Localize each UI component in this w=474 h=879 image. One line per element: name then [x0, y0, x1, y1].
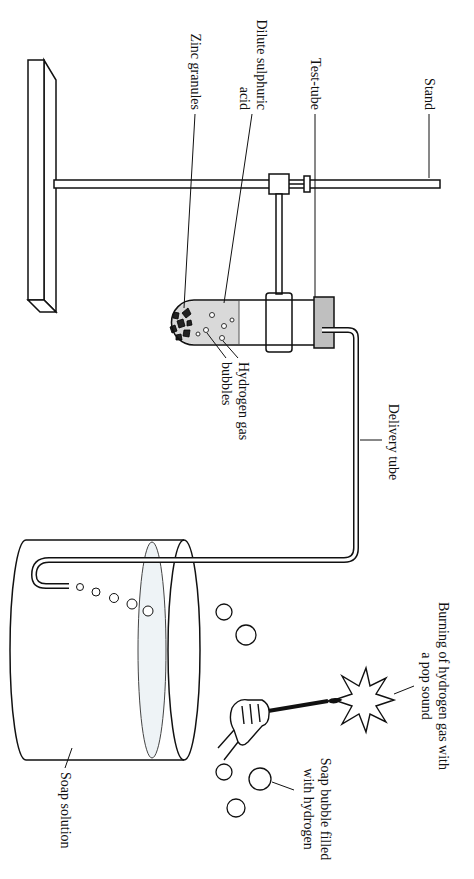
hydrogen-bubbles-in-tube-part — [204, 328, 209, 333]
test-tube-part — [172, 300, 325, 345]
leader-lines-part — [65, 748, 72, 768]
leader-lines-part — [184, 114, 195, 308]
stand-base — [28, 60, 56, 312]
part-label: Hydrogen gas bubbles — [218, 360, 252, 456]
stand-rod — [54, 180, 440, 188]
leader-lines-part — [315, 114, 316, 297]
part-label: Burning of hydrogen gas with a pop sound — [418, 600, 452, 772]
hand-part — [218, 730, 238, 760]
pop-burst-part — [334, 668, 394, 732]
delivery-tube-part — [34, 330, 356, 586]
part-label: Zinc granules — [187, 4, 204, 112]
burning-taper — [262, 699, 341, 712]
clamp-part — [269, 174, 289, 194]
clamp-part — [276, 194, 282, 294]
rising-bubbles — [77, 584, 154, 617]
part-label: Test-tube — [307, 4, 324, 112]
test-tube — [172, 300, 325, 345]
acid-liquid-part — [173, 301, 240, 344]
rising-bubbles-part — [143, 606, 153, 616]
stand-rod-part — [54, 180, 440, 188]
part-label: Soap bubble filled with hydrogen — [300, 745, 334, 873]
cork — [314, 297, 334, 348]
leader-lines-part — [429, 114, 430, 178]
rising-bubbles-part — [127, 599, 137, 609]
delivery-tube — [34, 330, 356, 586]
hydrogen-bubbles-in-tube-part — [222, 324, 227, 329]
hydrogen-bubbles-in-tube-part — [210, 313, 215, 318]
clamp — [269, 174, 310, 294]
leader-lines — [65, 114, 429, 790]
rising-bubbles-part — [110, 594, 119, 603]
soap-bubbles-part — [216, 764, 232, 780]
clamp-part — [289, 183, 304, 185]
hand-part — [242, 704, 260, 724]
soap-bubbles — [216, 604, 271, 817]
acid-liquid — [173, 301, 240, 344]
hydrogen-bubbles-in-tube-part — [220, 336, 225, 341]
soap-bubbles-part — [216, 604, 232, 620]
pop-burst — [334, 668, 394, 732]
hydrogen-bubbles-in-tube-part — [196, 332, 200, 336]
zinc-granules-part — [182, 308, 191, 318]
hydrogen-bubbles-in-tube — [196, 313, 234, 341]
rising-bubbles-part — [77, 584, 84, 591]
leader-lines-part — [272, 782, 294, 790]
leader-lines-part — [224, 114, 252, 303]
rising-bubbles-part — [92, 588, 100, 596]
leader-lines-part — [360, 440, 382, 441]
clamp-part — [304, 176, 310, 192]
delivery-tube-part — [34, 330, 356, 586]
trough-part — [138, 542, 166, 758]
part-label: Soap solution — [57, 770, 74, 874]
leader-lines-part — [207, 333, 226, 358]
trough — [10, 540, 200, 760]
stand-base-part — [28, 300, 56, 312]
zinc-granules-part — [183, 330, 190, 337]
part-label: Delivery tube — [385, 392, 402, 492]
acid-liquid-part — [239, 301, 240, 344]
part-label: Stand — [421, 4, 438, 112]
burning-taper-part — [262, 701, 328, 712]
trough-part — [168, 540, 200, 760]
clamp-jaws — [266, 293, 292, 352]
soap-bubbles-part — [227, 799, 245, 817]
burning-taper-part — [328, 699, 341, 703]
soap-bubbles-part — [236, 625, 256, 645]
leader-lines-part — [394, 686, 414, 694]
part-label: Dilute sulphuric acid — [236, 4, 270, 112]
hydrogen-bubbles-in-tube-part — [230, 318, 234, 322]
clamp-jaws-part — [266, 293, 292, 352]
leader-lines-part — [223, 341, 238, 358]
cork-part — [314, 297, 334, 348]
hand — [218, 700, 269, 760]
zinc-granules-part — [177, 319, 185, 328]
hand-part — [230, 700, 269, 745]
stand-base-part — [28, 60, 44, 300]
soap-bubbles-part — [249, 768, 271, 790]
zinc-granules-part — [187, 320, 192, 326]
